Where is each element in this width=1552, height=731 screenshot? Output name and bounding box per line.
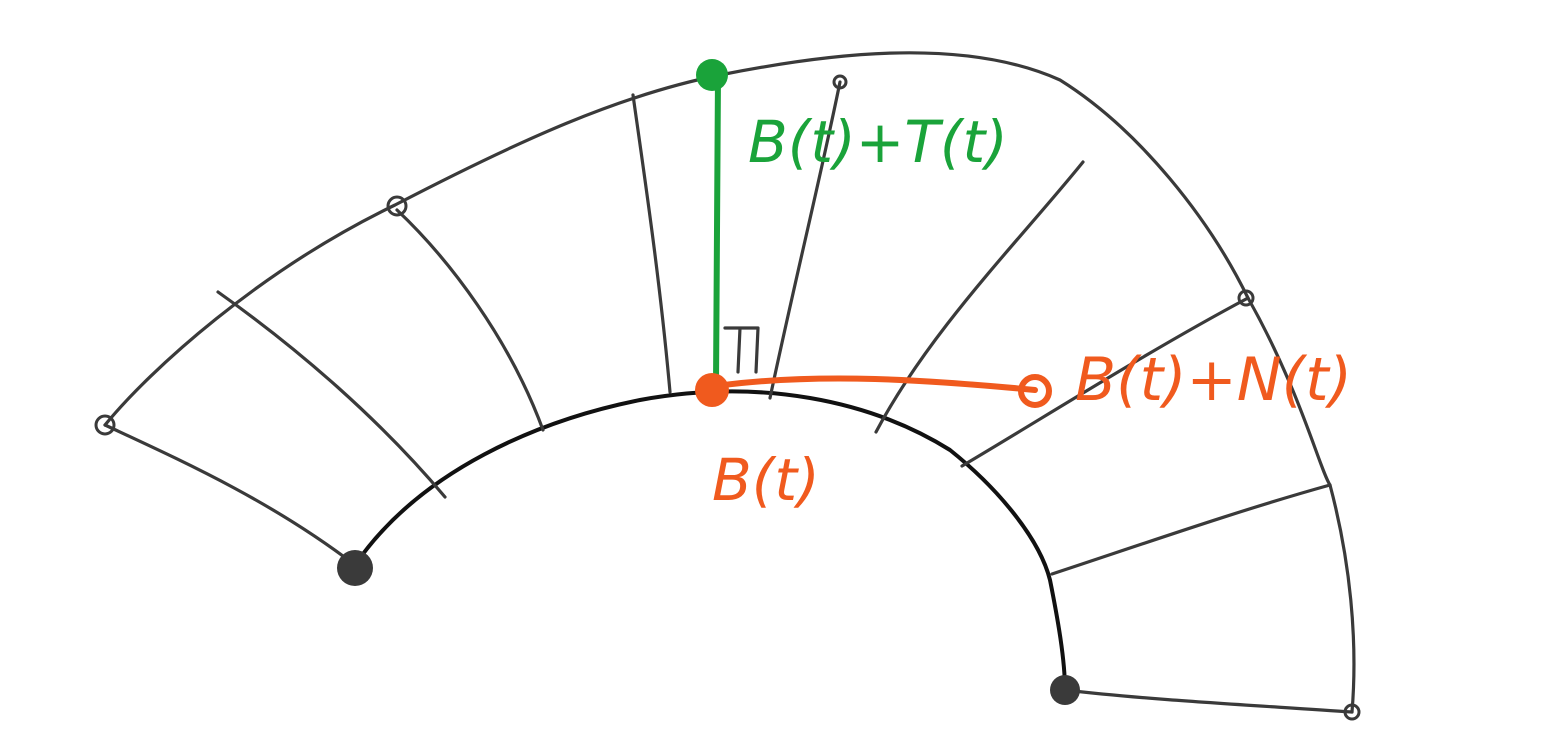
control-point-right-base <box>1050 675 1080 705</box>
rib-line-7 <box>1050 483 1332 576</box>
control-point-upper-left <box>386 195 408 217</box>
control-point-top-right <box>832 74 848 90</box>
rib-line-4 <box>768 80 842 400</box>
tangent-point-label: B(t)+T(t) <box>748 108 1008 176</box>
left-end-segment <box>103 423 357 567</box>
base-curve <box>353 389 1067 692</box>
outer-offset-curve <box>103 51 1356 714</box>
rib-line-2 <box>395 208 545 432</box>
base-point-label: B(t) <box>712 446 820 514</box>
normal-point <box>1018 374 1052 408</box>
right-end-segment <box>1063 688 1354 714</box>
control-point-bottom-right-outer <box>1343 703 1361 721</box>
rib-line-3 <box>631 93 672 394</box>
tangent-point <box>696 59 728 91</box>
rib-line-6 <box>960 296 1250 468</box>
rib-line-5 <box>874 160 1085 434</box>
rib-line-1 <box>216 290 447 499</box>
tangent-vector <box>713 72 721 388</box>
normal-vector <box>713 375 1038 393</box>
right-angle-marker <box>723 326 760 374</box>
base-point <box>695 373 729 407</box>
normal-point-label: B(t)+N(t) <box>1075 345 1352 415</box>
control-point-left-outer <box>94 414 116 436</box>
control-point-right-outer <box>1237 289 1255 307</box>
control-point-left-base <box>337 550 373 586</box>
